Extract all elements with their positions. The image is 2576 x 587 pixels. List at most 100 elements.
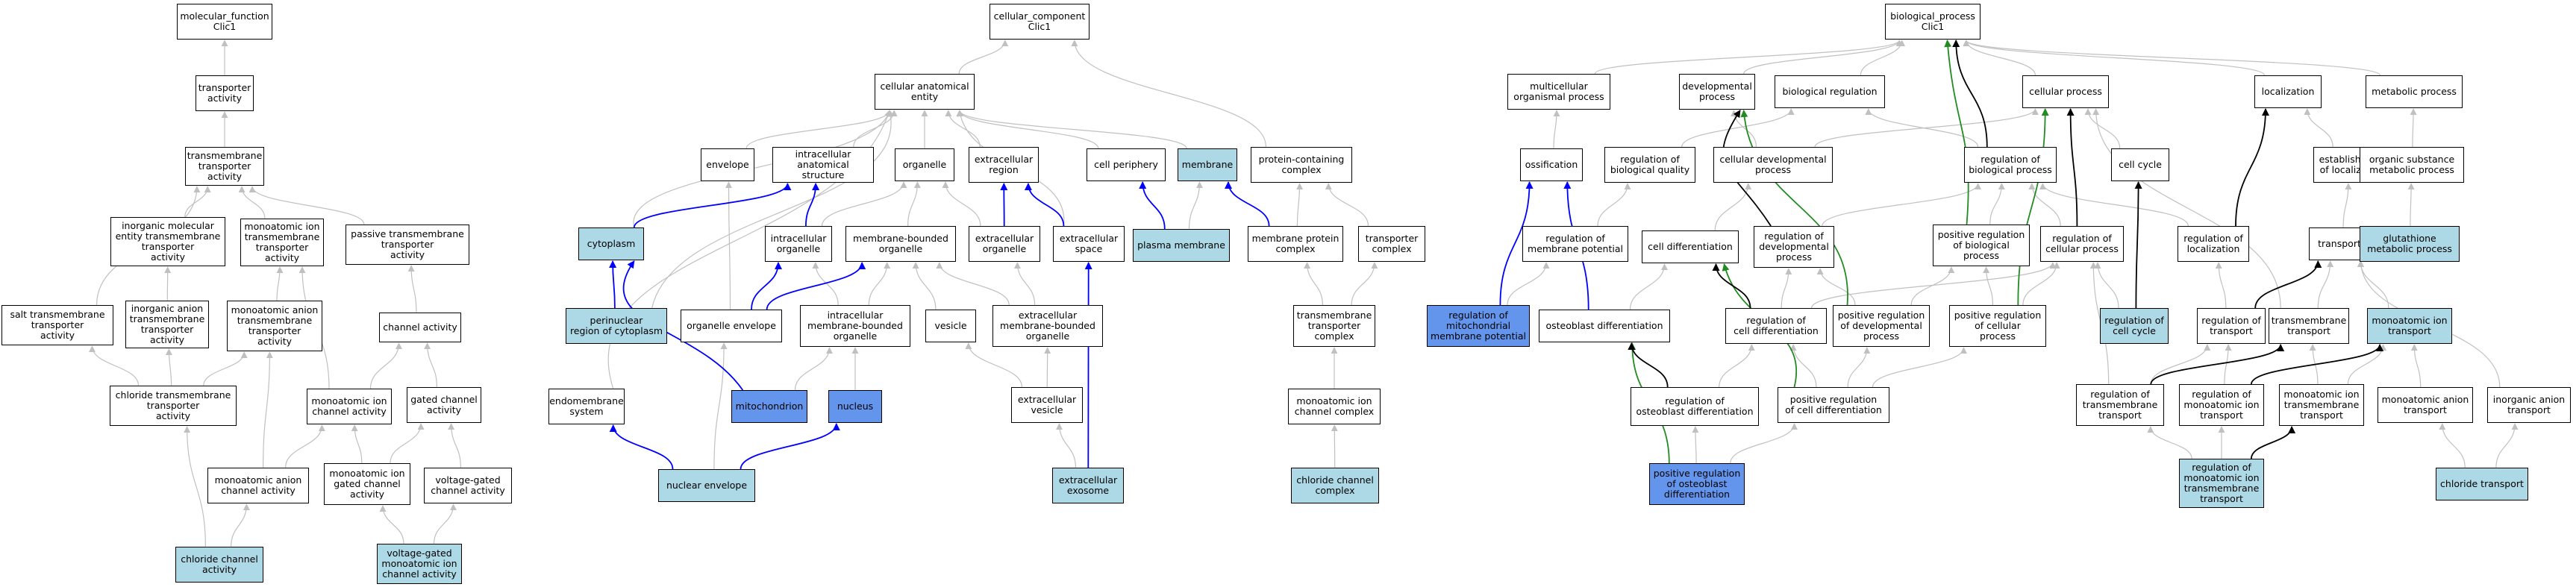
node-regulation-of-transmembrane-transport[interactable]: regulation of transmembrane transport [2076, 384, 2164, 426]
node-intracellular-anatomical-structure[interactable]: intracellular anatomical structure [772, 147, 874, 183]
node-monoatomic-ion-transmembrane-transporter-activity[interactable]: monoatomic ion transmembrane transporter… [240, 219, 324, 266]
node-glutathione-metabolic-process[interactable]: glutathione metabolic process [2360, 226, 2460, 262]
regulates-edge [2251, 426, 2296, 459]
is-a-edge [424, 342, 437, 388]
node-cell-differentiation[interactable]: cell differentiation [1642, 230, 1739, 263]
node-positive-regulation-of-developmental-process[interactable]: positive regulation of developmental pro… [1833, 305, 1930, 347]
node-biological-process[interactable]: biological_process Clic1 [1885, 4, 1981, 40]
node-plasma-membrane[interactable]: plasma membrane [1133, 229, 1230, 262]
node-transporter-activity[interactable]: transporter activity [196, 75, 254, 111]
is-a-edge [1351, 262, 1378, 306]
node-salt-transmembrane-transporter-activity[interactable]: salt transmembrane transporter activity [1, 305, 113, 345]
node-osteoblast-differentiation[interactable]: osteoblast differentiation [1539, 310, 1670, 342]
node-monoatomic-anion-channel-activity[interactable]: monoatomic anion channel activity [207, 468, 309, 503]
node-monoatomic-ion-channel-complex[interactable]: monoatomic ion channel complex [1288, 389, 1381, 424]
node-chloride-channel-activity[interactable]: chloride channel activity [175, 547, 263, 583]
node-positive-regulation-of-cell-differentiation[interactable]: positive regulation of cell differentiat… [1778, 387, 1889, 423]
node-mitochondrion[interactable]: mitochondrion [731, 390, 807, 423]
node-extracellular-region[interactable]: extracellular region [969, 147, 1039, 183]
node-regulation-of-monoatomic-ion-transmembrane-transport[interactable]: regulation of monoatomic ion transmembra… [2179, 459, 2264, 508]
node-passive-transmembrane-transporter-activity[interactable]: passive transmembrane transporter activi… [346, 225, 469, 265]
node-regulation-of-cellular-process[interactable]: regulation of cellular process [2040, 226, 2124, 262]
node-biological-regulation[interactable]: biological regulation [1775, 75, 1885, 108]
node-transmembrane-transporter-complex[interactable]: transmembrane transporter complex [1293, 305, 1375, 347]
node-regulation-of-localization[interactable]: regulation of localization [2178, 226, 2249, 262]
node-monoatomic-ion-transport[interactable]: monoatomic ion transport [2367, 308, 2452, 344]
node-cellular-developmental-process[interactable]: cellular developmental process [1713, 147, 1833, 183]
node-membrane-bounded-organelle[interactable]: membrane-bounded organelle [845, 226, 956, 262]
node-cell-periphery[interactable]: cell periphery [1087, 148, 1166, 181]
node-perinuclear-region-of-cytoplasm[interactable]: perinuclear region of cytoplasm [566, 308, 667, 344]
node-membrane[interactable]: membrane [1178, 148, 1237, 181]
node-organelle-envelope[interactable]: organelle envelope [681, 310, 782, 342]
node-nucleus[interactable]: nucleus [828, 390, 882, 423]
node-ossification[interactable]: ossification [1520, 148, 1583, 181]
node-extracellular-organelle[interactable]: extracellular organelle [969, 226, 1040, 262]
node-monoatomic-ion-transmembrane-transport[interactable]: monoatomic ion transmembrane transport [2279, 384, 2364, 426]
node-voltage-gated-monoatomic-ion-channel-activity[interactable]: voltage-gated monoatomic ion channel act… [377, 544, 462, 584]
node-regulation-of-biological-process[interactable]: regulation of biological process [1964, 147, 2057, 183]
node-regulation-of-membrane-potential[interactable]: regulation of membrane potential [1522, 226, 1628, 262]
node-vesicle[interactable]: vesicle [925, 310, 976, 342]
node-positive-regulation-of-osteoblast-differentiation[interactable]: positive regulation of osteoblast differ… [1649, 463, 1745, 505]
node-cellular-process[interactable]: cellular process [2022, 75, 2109, 108]
is-a-edge [1681, 108, 1795, 148]
node-transmembrane-transporter-activity[interactable]: transmembrane transporter activity [185, 147, 264, 186]
node-cellular-anatomical-entity[interactable]: cellular anatomical entity [875, 74, 975, 110]
node-intracellular-membrane-bounded-organelle[interactable]: intracellular membrane-bounded organelle [800, 305, 910, 347]
node-chloride-transport[interactable]: chloride transport [2436, 468, 2528, 500]
node-protein-containing-complex[interactable]: protein-containing complex [1251, 147, 1352, 183]
node-organelle[interactable]: organelle [895, 148, 954, 181]
node-multicellular-organismal-process[interactable]: multicellular organismal process [1507, 74, 1610, 110]
node-regulation-of-cell-differentiation[interactable]: regulation of cell differentiation [1725, 308, 1827, 344]
is-a-edge [794, 347, 833, 391]
node-membrane-protein-complex[interactable]: membrane protein complex [1248, 226, 1343, 262]
node-nuclear-envelope[interactable]: nuclear envelope [658, 469, 755, 502]
node-inorganic-molecular-entity-transmembrane-transporter-activity[interactable]: inorganic molecular entity transmembrane… [110, 217, 225, 266]
node-channel-activity[interactable]: channel activity [379, 313, 461, 342]
node-positive-regulation-of-cellular-process[interactable]: positive regulation of cellular process [1949, 305, 2046, 347]
node-transporter-complex[interactable]: transporter complex [1358, 226, 1425, 262]
node-voltage-gated-channel-activity[interactable]: voltage-gated channel activity [424, 468, 512, 503]
node-organic-substance-metabolic-process[interactable]: organic substance metabolic process [2360, 147, 2464, 183]
node-regulation-of-developmental-process[interactable]: regulation of developmental process [1754, 226, 1834, 268]
is-a-edge [1296, 183, 1304, 227]
node-extracellular-exosome[interactable]: extracellular exosome [1052, 468, 1124, 503]
node-developmental-process[interactable]: developmental process [1679, 74, 1755, 110]
node-endomembrane-system[interactable]: endomembrane system [548, 389, 625, 424]
node-monoatomic-ion-gated-channel-activity[interactable]: monoatomic ion gated channel activity [324, 463, 410, 505]
node-regulation-of-cell-cycle[interactable]: regulation of cell cycle [2100, 308, 2169, 344]
regulates-edge [1952, 40, 1988, 148]
node-regulation-of-biological-quality[interactable]: regulation of biological quality [1604, 147, 1695, 183]
node-molecular-function[interactable]: molecular_function Clic1 [177, 4, 272, 40]
node-intracellular-organelle[interactable]: intracellular organelle [765, 226, 832, 262]
node-gated-channel-activity[interactable]: gated channel activity [407, 387, 481, 423]
node-cellular-component[interactable]: cellular_component Clic1 [990, 4, 1090, 40]
node-monoatomic-anion-transmembrane-transporter-activity[interactable]: monoatomic anion transmembrane transport… [227, 301, 322, 351]
node-chloride-channel-complex[interactable]: chloride channel complex [1291, 468, 1379, 503]
node-inorganic-anion-transmembrane-transporter-activity[interactable]: inorganic anion transmembrane transporte… [125, 301, 209, 348]
node-localization[interactable]: localization [2254, 75, 2322, 108]
is-a-edge [1963, 40, 2266, 76]
node-monoatomic-anion-transport[interactable]: monoatomic anion transport [2378, 387, 2473, 423]
node-chloride-transmembrane-transporter-activity[interactable]: chloride transmembrane transporter activ… [110, 386, 237, 426]
node-metabolic-process[interactable]: metabolic process [2366, 75, 2463, 108]
node-transmembrane-transport[interactable]: transmembrane transport [2269, 308, 2349, 344]
is-a-edge [2410, 344, 2422, 388]
node-regulation-of-mitochondrial-membrane-potential[interactable]: regulation of mitochondrial membrane pot… [1427, 305, 1530, 347]
node-monoatomic-ion-channel-activity[interactable]: monoatomic ion channel activity [307, 389, 392, 424]
node-cytoplasm[interactable]: cytoplasm [578, 227, 644, 260]
node-regulation-of-transport[interactable]: regulation of transport [2197, 308, 2266, 344]
node-cell-cycle[interactable]: cell cycle [2111, 148, 2169, 181]
is-a-edge [231, 503, 250, 547]
node-extracellular-space[interactable]: extracellular space [1053, 226, 1125, 262]
node-regulation-of-monoatomic-ion-transport[interactable]: regulation of monoatomic ion transport [2179, 384, 2264, 426]
node-positive-regulation-of-biological-process[interactable]: positive regulation of biological proces… [1933, 225, 2030, 266]
node-regulation-of-osteoblast-differentiation[interactable]: regulation of osteoblast differentiation [1631, 387, 1759, 426]
node-extracellular-vesicle[interactable]: extracellular vesicle [1011, 387, 1083, 423]
node-inorganic-anion-transport[interactable]: inorganic anion transport [2487, 387, 2571, 423]
node-extracellular-membrane-bounded-organelle[interactable]: extracellular membrane-bounded organelle [992, 305, 1103, 347]
is-a-edge [1071, 40, 1266, 148]
is-a-edge [1507, 262, 1550, 306]
node-envelope[interactable]: envelope [701, 148, 754, 181]
